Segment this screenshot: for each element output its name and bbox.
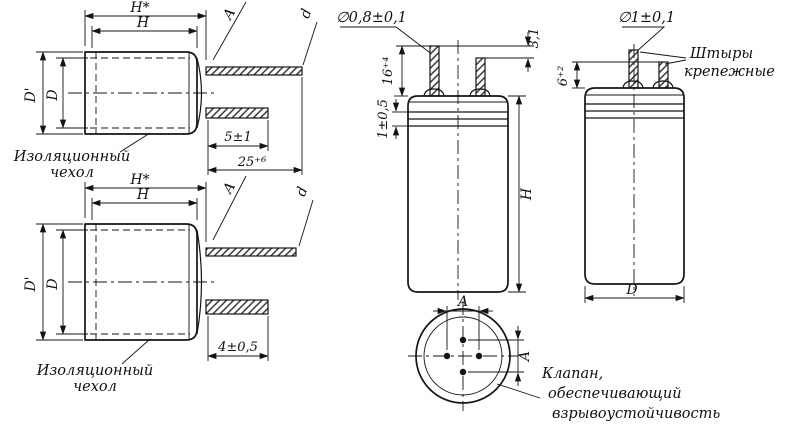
cap1-bottom-lead: [205, 107, 269, 119]
capacitor-side-view-1: H* H D' D A d: [13, 0, 318, 181]
topview-pin-top: [459, 336, 467, 344]
cap2-label-h: H: [136, 187, 150, 203]
cap1-sleeve-callout: Изоляционный чехол: [13, 132, 151, 181]
cap2-label-d-outer: D': [23, 276, 39, 292]
topview-pin-right: [475, 352, 483, 360]
cap3-label-lead-dia: ∅0,8±0,1: [336, 10, 407, 26]
cap4-label-lead-dia: ∅1±0,1: [618, 10, 675, 26]
cap1-label-lead-len: 5±1: [224, 130, 251, 145]
capacitor-front-view: ∅0,8±0,1 3,1 16⁺⁴: [336, 10, 542, 300]
cap1-label-d-body: D: [45, 89, 61, 101]
cap1-dim-lead-len: 5±1: [207, 120, 269, 175]
cap1-dim-h: H: [91, 15, 198, 48]
cap2-dim-lead-d: d: [293, 185, 314, 247]
topview-label-a-h: A: [456, 294, 468, 310]
cap2-dim-h-star: H*: [84, 172, 207, 242]
cap3-label-crimp: 1±0,5: [376, 99, 391, 139]
cap1-dim-h-star: H*: [84, 0, 207, 60]
cap1-dim-lead-d: d: [297, 7, 318, 66]
cap1-label-h-star: H*: [129, 0, 149, 16]
cap4-pins-label-1: Штыры: [689, 46, 753, 62]
cap1-label-total-len: 25⁺⁶: [237, 155, 267, 170]
cap2-dim-a: A: [212, 175, 247, 241]
cap2-sleeve-callout: Изоляционный чехол: [36, 338, 154, 395]
cap4-pins-label-2: крепежные: [684, 64, 775, 80]
cap1-top-lead: [205, 66, 303, 76]
cap4-label-d: D: [625, 282, 637, 298]
capacitor-top-view: A A Клапан, обеспечивающий взрывоустойчи…: [408, 294, 720, 422]
cap2-top-lead: [205, 247, 297, 257]
topview-pin-left: [443, 352, 451, 360]
cap3-lead-dia-callout: ∅0,8±0,1: [336, 10, 434, 56]
cap4-left-pin: [628, 49, 639, 89]
cap4-lead-dia-callout: ∅1±0,1: [618, 10, 675, 53]
valve-label-1: Клапан,: [541, 366, 603, 382]
cap1-label-h: H: [136, 15, 150, 31]
cap4-right-pin: [658, 61, 669, 89]
cap2-sleeve-label-1: Изоляционный: [36, 363, 154, 379]
cap1-dim-d-body: D: [45, 57, 88, 129]
cap1-dim-d-outer: D': [23, 51, 83, 135]
topview-dim-a-horizontal: A: [433, 294, 493, 350]
cap2-label-lead-len: 4±0,5: [217, 340, 258, 355]
cap2-dim-d-outer: D': [23, 223, 83, 341]
topview-label-a-v: A: [517, 351, 533, 363]
cap3-label-lead-len: 16⁺⁴: [381, 57, 396, 86]
cap1-label-lead-d: d: [297, 7, 315, 21]
valve-label-3: взрывоустойчивость: [552, 406, 720, 422]
cap2-bottom-lead: [205, 299, 269, 315]
cap1-sleeve-label-2: чехол: [50, 165, 94, 181]
capacitor-front-view-2: ∅1±0,1 Штыры крепежные 6⁺²: [556, 10, 775, 303]
cap2-body-outline: [68, 223, 216, 341]
topview-dim-a-vertical: A: [468, 326, 533, 386]
topview-valve-pin: [459, 368, 467, 376]
capacitor-side-view-2: H* H D' D A d: [23, 172, 314, 395]
cap4-pins-callout: Штыры крепежные: [639, 46, 775, 80]
cap1-label-d-outer: D': [23, 87, 39, 103]
cap2-label-lead-d: d: [293, 185, 311, 199]
cap2-label-h-star: H*: [129, 172, 149, 188]
cap3-dim-crimp: 1±0,5: [376, 99, 408, 139]
cap3-label-lead-offset: 3,1: [527, 28, 542, 49]
valve-label-2: обеспечивающий: [548, 386, 682, 402]
cap2-dim-h: H: [91, 187, 198, 220]
cap3-right-lead: [475, 57, 486, 97]
cap3-dim-lead-len: 16⁺⁴: [381, 45, 430, 97]
cap4-label-lead-len: 6⁺²: [556, 66, 571, 86]
cap3-dim-h: H: [508, 95, 535, 293]
cap2-label-d-body: D: [45, 278, 61, 290]
cap2-dim-lead-len: 4±0,5: [207, 316, 269, 361]
cap1-body-outline: [68, 51, 216, 135]
cap1-dim-total-len: 25⁺⁶: [207, 77, 303, 175]
topview-valve-callout: Клапан, обеспечивающий взрывоустойчивост…: [496, 366, 720, 422]
cap4-dim-lead-len: 6⁺²: [556, 61, 659, 89]
cap1-dim-a: A: [212, 1, 247, 61]
cap1-label-a: A: [219, 6, 239, 25]
cap2-sleeve-label-2: чехол: [73, 379, 117, 395]
cap3-dim-lead-offset: 3,1: [439, 28, 542, 72]
cap4-dim-d: D: [584, 282, 685, 303]
cap1-sleeve-label-1: Изоляционный: [13, 149, 131, 165]
cap3-body-outline: [407, 40, 509, 300]
cap3-label-h: H: [519, 187, 535, 201]
cap2-dim-d-body: D: [45, 229, 88, 335]
cap4-body-outline: [584, 44, 685, 296]
